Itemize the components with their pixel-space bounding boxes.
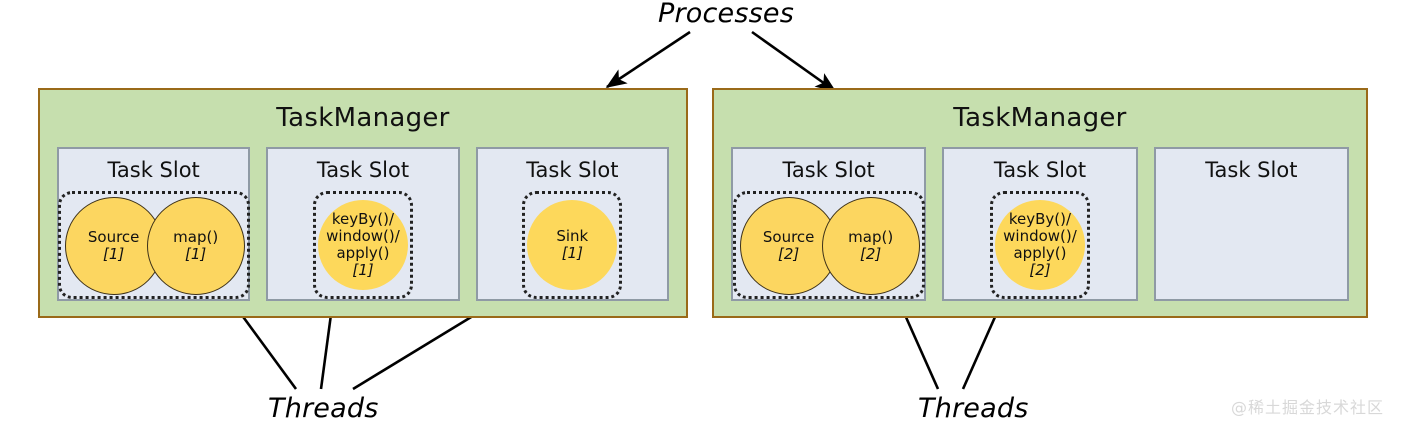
operator-sink[interactable]: Sink [1] [527, 200, 618, 290]
watermark: @稀土掘金技术社区 [1230, 398, 1384, 417]
task-slot-1-3[interactable]: Task Slot Sink [1] [475, 147, 669, 301]
task-slot-1-2[interactable]: Task Slot keyBy()/ window()/ apply() [1] [266, 147, 460, 301]
task-slot-2-2[interactable]: Task Slot keyBy()/ window()/ apply() [2] [942, 147, 1138, 301]
operator-name: keyBy()/ window()/ apply() [1003, 210, 1077, 262]
threads-annotation-label-right: Threads [918, 393, 1029, 424]
taskmanager-box-1: TaskManager Task Slot Source [1] map() [… [38, 88, 688, 318]
operator-name: map() [173, 228, 219, 247]
taskmanager-title-1: TaskManager [276, 103, 450, 133]
operator-chain: Source [2] map() [2] [739, 197, 920, 295]
task-slot-2-3-empty[interactable]: Task Slot [1153, 147, 1349, 301]
operator-name: Sink [556, 227, 589, 246]
operator-subtask-index: [1] [103, 245, 125, 263]
operator-subtask-index: [1] [185, 245, 207, 263]
task-slot-label: Task Slot [993, 158, 1087, 182]
thread-group-1-2: keyBy()/ window()/ apply() [1] [312, 191, 413, 299]
task-slot-row-1: Task Slot Source [1] map() [1] [57, 147, 669, 301]
arrow-processes-to-taskmanager-1 [605, 30, 691, 89]
operator-name: keyBy()/ window()/ apply() [326, 210, 400, 262]
operator-subtask-index: [1] [561, 244, 583, 262]
operator-name: Source [762, 228, 815, 247]
arrow-processes-to-taskmanager-2 [751, 30, 837, 93]
task-slot-1-1[interactable]: Task Slot Source [1] map() [1] [57, 147, 251, 301]
task-slot-label: Task Slot [107, 158, 200, 182]
processes-annotation-label: Processes [658, 0, 794, 29]
taskmanager-title-2: TaskManager [953, 103, 1127, 133]
taskmanager-box-2: TaskManager Task Slot Source [2] map() [… [712, 88, 1368, 318]
operator-keyby-window-apply[interactable]: keyBy()/ window()/ apply() [1] [317, 200, 408, 290]
task-slot-2-1[interactable]: Task Slot Source [2] map() [2] [731, 147, 927, 301]
operator-subtask-index: [2] [778, 245, 800, 263]
operator-map[interactable]: map() [1] [146, 197, 245, 295]
operator-name: map() [848, 228, 894, 247]
thread-group-2-2: keyBy()/ window()/ apply() [2] [989, 191, 1090, 299]
task-slot-label: Task Slot [526, 158, 619, 182]
operator-subtask-index: [2] [860, 245, 882, 263]
task-slot-label: Task Slot [316, 158, 410, 182]
threads-annotation-label-left: Threads [268, 393, 379, 424]
operator-source[interactable]: Source [1] [64, 197, 163, 295]
operator-map[interactable]: map() [2] [821, 197, 920, 295]
operator-chain: Source [1] map() [1] [64, 197, 245, 295]
operator-source[interactable]: Source [2] [739, 197, 838, 295]
task-slot-label: Task Slot [782, 158, 875, 182]
operator-name: Source [87, 228, 140, 247]
task-slot-label: Task Slot [1205, 158, 1298, 182]
thread-group-1-1: Source [1] map() [1] [57, 191, 250, 299]
operator-keyby-window-apply[interactable]: keyBy()/ window()/ apply() [2] [994, 200, 1085, 290]
operator-subtask-index: [1] [352, 260, 374, 279]
thread-group-1-3: Sink [1] [522, 191, 623, 299]
operator-subtask-index: [2] [1029, 260, 1051, 279]
thread-group-2-1: Source [2] map() [2] [732, 191, 925, 299]
task-slot-row-2: Task Slot Source [2] map() [2] [731, 147, 1349, 301]
